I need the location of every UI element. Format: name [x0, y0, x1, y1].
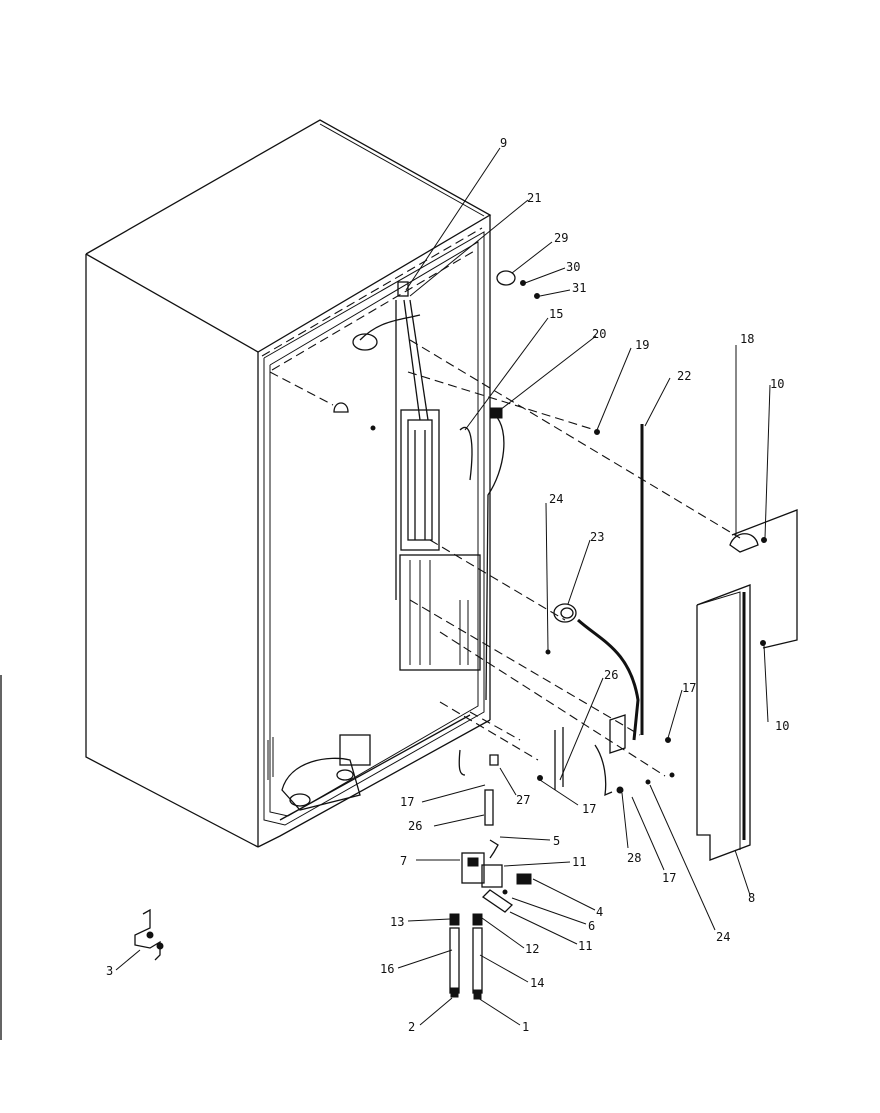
screw-17	[645, 779, 651, 785]
tube-28	[594, 744, 613, 797]
callout-11-upper: 11	[572, 855, 586, 869]
rear-panel-upper	[729, 509, 798, 649]
callout-17-right: 17	[682, 681, 696, 695]
callout-17-left: 17	[400, 795, 414, 809]
callout-26-right: 26	[604, 668, 618, 682]
screw-17c	[537, 775, 543, 781]
callout-24-lower: 24	[716, 930, 730, 944]
screw-24b	[669, 772, 675, 778]
callout-18: 18	[740, 332, 754, 346]
callout-13: 13	[390, 915, 404, 929]
callout-2: 2	[408, 1020, 415, 1034]
callout-27: 27	[516, 793, 530, 807]
callout-5: 5	[553, 834, 560, 848]
callout-15: 15	[549, 307, 563, 321]
callout-4: 4	[596, 905, 603, 919]
callout-10-lower: 10	[775, 719, 789, 733]
bracket-26	[554, 727, 564, 790]
condenser-assembly	[267, 281, 505, 821]
callout-31: 31	[572, 281, 586, 295]
callout-23: 23	[590, 530, 604, 544]
callout-17-center: 17	[582, 802, 596, 816]
rear-panel-lower-8	[696, 584, 751, 861]
callout-labels: 9 21 29 30 31 15 20 19 22 18 10 10 24 23…	[106, 136, 789, 1034]
power-cord-23	[553, 603, 640, 754]
drain-tube	[458, 749, 466, 776]
callout-21: 21	[527, 191, 541, 205]
callout-7: 7	[400, 854, 407, 868]
part-3-valve	[134, 908, 164, 961]
callout-22: 22	[677, 369, 691, 383]
callout-16: 16	[380, 962, 394, 976]
callout-3: 3	[106, 964, 113, 978]
callout-12: 12	[525, 942, 539, 956]
callout-19: 19	[635, 338, 649, 352]
screw-24	[545, 649, 551, 655]
callout-17-lower: 17	[662, 871, 676, 885]
callout-29: 29	[554, 231, 568, 245]
callout-24-upper: 24	[549, 492, 563, 506]
callout-26-left: 26	[408, 819, 422, 833]
leader-lines	[115, 147, 771, 1026]
callout-28: 28	[627, 851, 641, 865]
knob-29-30-31	[496, 270, 540, 299]
callout-14: 14	[530, 976, 544, 990]
callout-10-upper: 10	[770, 377, 784, 391]
callout-11-lower: 11	[578, 939, 592, 953]
alignment-lines	[269, 339, 741, 777]
screw-17b	[665, 737, 671, 743]
callout-6: 6	[588, 919, 595, 933]
callout-8: 8	[748, 891, 755, 905]
water-valve-assembly	[449, 839, 532, 1000]
callout-20: 20	[592, 327, 606, 341]
screw-28	[616, 786, 624, 794]
callout-9: 9	[500, 136, 507, 150]
callout-1: 1	[522, 1020, 529, 1034]
refrigerator-cabinet	[85, 119, 492, 848]
drain-tube-26	[484, 789, 494, 826]
screw-19	[594, 429, 600, 435]
clip-27	[489, 754, 499, 766]
callout-30: 30	[566, 260, 580, 274]
